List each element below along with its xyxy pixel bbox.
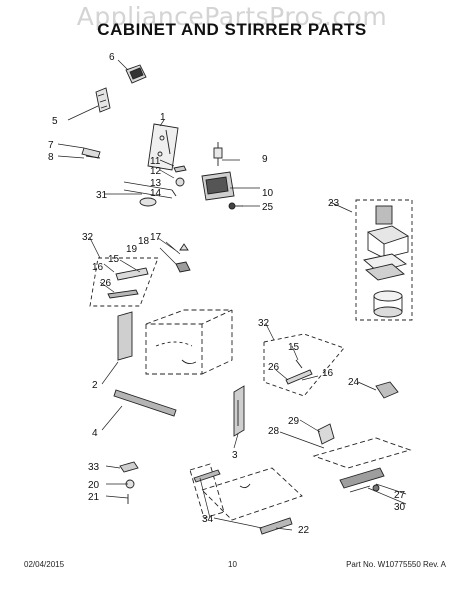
footer-page-number: 10 [228, 560, 237, 569]
callout-7: 7 [48, 140, 54, 151]
callout-23: 23 [328, 198, 340, 209]
callout-27: 27 [394, 490, 406, 501]
callout-16: 16 [322, 368, 334, 379]
callout-31: 31 [96, 190, 108, 201]
part-27-30-bracket [339, 467, 385, 493]
callout-10: 10 [262, 188, 274, 199]
part-24-latch [375, 381, 399, 399]
callout-28: 28 [268, 426, 280, 437]
callout-29: 29 [288, 416, 300, 427]
callout-13: 13 [150, 178, 162, 189]
callout-34: 34 [202, 514, 214, 525]
callout-17: 17 [150, 232, 162, 243]
page-title: CABINET AND STIRRER PARTS [97, 20, 367, 39]
callout-33: 33 [88, 462, 100, 473]
footer-date: 02/04/2015 [24, 560, 65, 569]
watermark: AppliancePartsPros.com [76, 2, 388, 31]
part-3-panel [233, 385, 245, 437]
callout-24: 24 [348, 377, 360, 388]
callout-19: 19 [126, 244, 138, 255]
callout-9: 9 [262, 154, 268, 165]
part-23-stirrer-assembly [355, 199, 413, 321]
leader-lines [57, 59, 407, 531]
part-28-29-hinge [312, 423, 412, 469]
part-9-10-motor [201, 142, 235, 201]
part-32-strip-left [89, 257, 159, 307]
part-2-cabinet [117, 309, 233, 375]
callout-26: 26 [100, 278, 112, 289]
callout-32: 32 [258, 318, 270, 329]
part-34-22-tray [189, 463, 303, 535]
callout-20: 20 [88, 480, 100, 491]
part-4-rail [113, 389, 177, 417]
callout-22: 22 [298, 525, 310, 536]
callout-21: 21 [88, 492, 100, 503]
callout-14: 14 [150, 188, 162, 199]
callout-2: 2 [92, 380, 98, 391]
callout-5: 5 [52, 116, 58, 127]
part-6-knob [125, 64, 147, 84]
part-7-8-clips [81, 147, 101, 159]
callout-30: 30 [394, 502, 406, 513]
part-17-19-coupler [175, 243, 191, 273]
callout-4: 4 [92, 428, 98, 439]
callout-6: 6 [109, 52, 115, 63]
callout-12: 12 [150, 166, 162, 177]
part-1-plate [147, 123, 179, 171]
callout-15: 15 [288, 342, 300, 353]
part-33-20-21-fasteners [119, 461, 139, 504]
part-25-screw [228, 202, 243, 210]
part-11-14-hardware [139, 165, 187, 207]
part-5-bracket [95, 87, 111, 113]
callout-26: 26 [268, 362, 280, 373]
callout-32: 32 [82, 232, 94, 243]
callout-8: 8 [48, 152, 54, 163]
callout-18: 18 [138, 236, 150, 247]
callout-1: 1 [160, 112, 166, 123]
callout-25: 25 [262, 202, 274, 213]
callout-11: 11 [150, 156, 161, 167]
callout-15: 15 [108, 254, 120, 265]
footer-part-number: Part No. W10775550 Rev. A [346, 560, 446, 569]
part-32-strip-right [263, 333, 345, 397]
callout-16: 16 [92, 262, 104, 273]
callout-3: 3 [232, 450, 238, 461]
